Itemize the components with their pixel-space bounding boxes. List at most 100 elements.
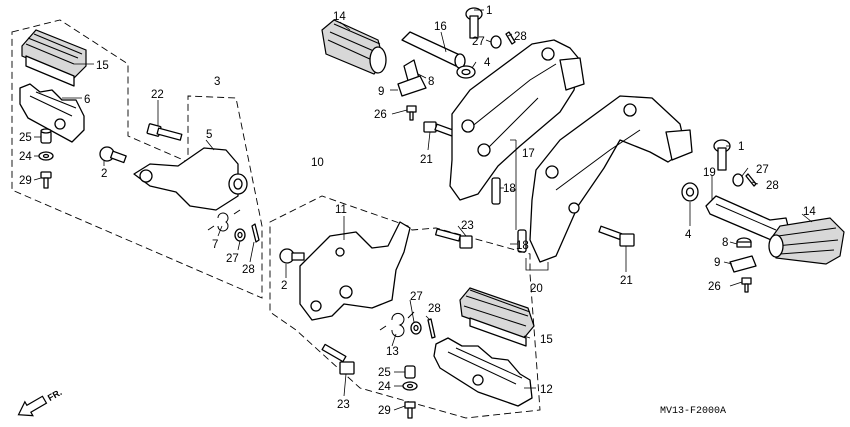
- collar-center: [404, 365, 416, 379]
- bolt-21-right: [598, 225, 635, 247]
- clip-9-right: [729, 255, 757, 273]
- callout-18-upper: 18: [503, 183, 516, 195]
- callout-25-left: 25: [19, 132, 32, 144]
- pipe-16: [401, 31, 466, 69]
- footpeg-bracket-left: [133, 147, 248, 211]
- leader-lines: [33, 9, 813, 411]
- collar-8-right: [736, 237, 752, 248]
- cotter-pin-right: [745, 173, 757, 187]
- washer-4-top: [456, 65, 476, 79]
- callout-20: 20: [530, 283, 543, 295]
- callout-29-left: 29: [19, 175, 32, 187]
- pin-1-right: [713, 139, 731, 171]
- callout-19: 19: [703, 167, 716, 179]
- front-arrow: FR.: [17, 387, 64, 417]
- pin-left: [99, 146, 127, 164]
- bolt-left-29: [40, 171, 52, 189]
- washer-27-right: [732, 173, 744, 187]
- callout-14-top: 14: [333, 11, 346, 23]
- bolt-22: [146, 123, 183, 141]
- callout-21-top: 21: [420, 154, 433, 166]
- callout-26-right: 26: [708, 281, 721, 293]
- footpeg-bracket-center: [299, 221, 411, 321]
- callout-9-top: 9: [378, 86, 384, 98]
- washer-27-left: [234, 228, 246, 242]
- callout-17: 17: [522, 148, 535, 160]
- callout-28-top: 28: [514, 31, 527, 43]
- group-box-left-footpeg: [11, 19, 263, 299]
- callout-26-top: 26: [374, 109, 387, 121]
- washer-left: [38, 151, 54, 161]
- bolt-26-top: [406, 105, 417, 121]
- callout-24-left: 24: [19, 151, 32, 163]
- callout-21-right: 21: [620, 275, 633, 287]
- rear-bracket-upper: [449, 39, 585, 201]
- callout-28-left: 28: [242, 264, 255, 276]
- callout-27-top: 27: [472, 36, 485, 48]
- callout-8-top: 8: [428, 76, 434, 88]
- callout-23-lower: 23: [337, 399, 350, 411]
- callout-labels: 15 6 25 24 29 22 3 5 2 7 27 28 14 16 1 2…: [19, 5, 816, 417]
- rear-footpeg-rubber-top: [321, 19, 387, 75]
- callout-2-center: 2: [281, 280, 287, 292]
- clip-9-top: [397, 75, 427, 97]
- pin-1-top: [465, 7, 483, 39]
- bolt-29-center: [404, 401, 416, 419]
- rear-footpeg-rubber-right: [768, 217, 845, 265]
- spring-left: [207, 209, 241, 232]
- collar-left: [40, 128, 52, 144]
- bolt-23-upper: [434, 228, 473, 249]
- callout-2-left: 2: [101, 168, 107, 180]
- footpeg-left: [19, 83, 85, 143]
- washer-27-center: [410, 321, 422, 335]
- bolt-26-right: [741, 277, 752, 293]
- pin-center: [279, 248, 305, 264]
- callout-3: 3: [214, 76, 220, 88]
- callout-8-right: 8: [722, 237, 728, 249]
- callout-7: 7: [212, 239, 218, 251]
- callout-14-right: 14: [803, 206, 816, 218]
- group-box-center: [269, 195, 541, 419]
- callout-4-top: 4: [484, 57, 491, 69]
- callout-22: 22: [151, 89, 164, 101]
- footpeg-center: [433, 337, 533, 407]
- diagram-code: MV13-F2000A: [660, 406, 726, 417]
- front-arrow-label: FR.: [46, 387, 64, 403]
- cotter-pin-top: [505, 31, 516, 45]
- footpeg-rubber-left: [21, 29, 87, 87]
- callout-1-right: 1: [738, 141, 744, 153]
- callout-29-center: 29: [378, 405, 391, 417]
- washer-4-right: [681, 182, 699, 202]
- callout-27-left: 27: [226, 253, 239, 265]
- callout-13: 13: [386, 346, 399, 358]
- front-arrow-icon: [17, 395, 48, 417]
- footpeg-rubber-center: [459, 287, 535, 347]
- callout-23-upper: 23: [461, 220, 474, 232]
- callout-11: 11: [335, 204, 347, 216]
- callout-28-center: 28: [428, 303, 441, 315]
- callout-5: 5: [206, 129, 212, 141]
- callout-28-right: 28: [766, 180, 779, 192]
- callout-15-left: 15: [96, 60, 109, 72]
- callout-25-center: 25: [378, 367, 391, 379]
- bolt-23-lower: [321, 343, 355, 375]
- callout-27-center: 27: [410, 291, 423, 303]
- cotter-pin-left: [251, 223, 260, 243]
- callout-24-center: 24: [378, 381, 391, 393]
- dowel-18-upper: [491, 177, 501, 205]
- callout-16: 16: [434, 21, 447, 33]
- callout-1-top: 1: [486, 5, 492, 17]
- cotter-pin-center: [427, 318, 436, 339]
- callout-4-right: 4: [685, 229, 692, 241]
- washer-27-top: [490, 35, 502, 49]
- callout-6: 6: [84, 94, 90, 106]
- rear-bracket-lower: [529, 95, 693, 263]
- callout-18-lower: 18: [516, 240, 529, 252]
- callout-27-right: 27: [756, 164, 769, 176]
- callout-9-right: 9: [714, 257, 720, 269]
- spring-center: [379, 311, 415, 338]
- callout-12: 12: [540, 384, 553, 396]
- washer-center: [402, 381, 418, 391]
- callout-10: 10: [311, 157, 324, 169]
